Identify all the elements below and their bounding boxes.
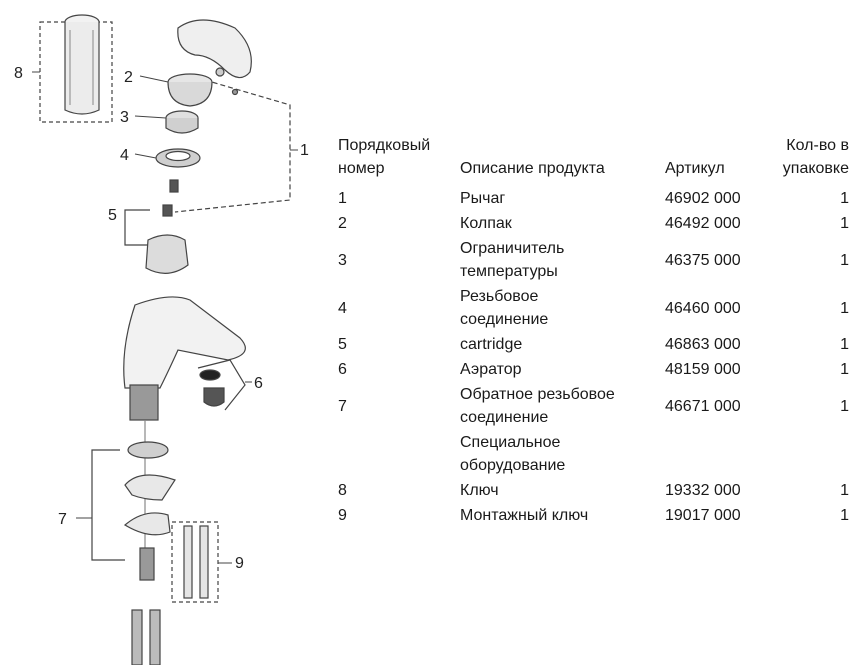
callout-label-1: 1 <box>300 142 309 159</box>
parts-table-header: Порядковый номер Описание продукта Артик… <box>338 133 849 186</box>
description-line: Монтажный ключ <box>460 507 589 524</box>
description-line: Обратное резьбовое <box>460 386 615 403</box>
description-line: оборудование <box>460 457 566 474</box>
description-line: Ключ <box>460 482 499 499</box>
cell-description: cartridge <box>460 332 665 357</box>
cell-article: 46671 000 <box>665 397 741 415</box>
parts-table-body: 1 Рычаг 46902 000 1 2 Колпак 46492 000 1 3 Ограни… <box>338 186 849 528</box>
cartridge-drawing <box>145 234 189 274</box>
table-row: 1 Рычаг 46902 000 1 <box>338 186 849 211</box>
cell-number: 3 <box>338 251 347 269</box>
cell-number: 5 <box>338 336 347 353</box>
table-row: 7 Обратное резьбовое соединение 46671 000 1 <box>338 382 849 430</box>
cell-quantity: 1 <box>840 190 849 207</box>
table-row: 9 Монтажный ключ 19017 000 1 <box>338 503 849 528</box>
description-line: Аэратор <box>460 361 522 378</box>
description-line: температуры <box>460 263 558 280</box>
header-number: Порядковый номер <box>338 137 431 177</box>
cell-article: 48159 000 <box>665 361 741 378</box>
callout-1-bracket <box>174 79 291 213</box>
callout-5-bracket <box>124 209 150 246</box>
description-line: соединение <box>460 311 549 328</box>
callout-label-3: 3 <box>120 109 129 126</box>
cell-quantity: 1 <box>840 251 849 269</box>
description-line: Специальное <box>460 434 561 451</box>
cell-quantity: 1 <box>840 482 849 499</box>
table-row: 8 Ключ 19332 000 1 <box>338 478 849 503</box>
hoses-drawing <box>131 609 161 665</box>
description-line: Резьбовое <box>460 288 539 305</box>
table-row: Специальное оборудование <box>338 430 849 478</box>
cell-description: Специальное оборудование <box>460 430 665 478</box>
callout-label-5: 5 <box>108 207 117 224</box>
part-6-aerator-drawing <box>197 359 246 411</box>
part-8-key-drawing <box>64 14 100 115</box>
table-row: 5 cartridge 46863 000 1 <box>338 332 849 357</box>
table-row: 4 Резьбовое соединение 46460 000 1 <box>338 284 849 332</box>
callout-label-4: 4 <box>120 147 129 164</box>
cell-article: 46863 000 <box>665 336 741 353</box>
callout-label-9: 9 <box>235 555 244 572</box>
description-line: cartridge <box>460 336 523 353</box>
table-row: 2 Колпак 46492 000 1 <box>338 211 849 236</box>
cell-number: 4 <box>338 299 347 317</box>
exploded-parts-diagram: 8 2 3 4 1 5 6 7 9 <box>14 14 309 665</box>
cell-description: Ограничитель температуры <box>460 236 665 284</box>
cell-description: Резьбовое соединение <box>460 284 665 332</box>
header-description: Описание продукта <box>460 160 605 177</box>
cell-description: Аэратор <box>460 357 665 382</box>
faucet-body-drawing <box>123 296 246 421</box>
cell-description: Монтажный ключ <box>460 503 665 528</box>
cell-description: Ключ <box>460 478 665 503</box>
header-article: Артикул <box>665 160 725 177</box>
description-line: соединение <box>460 409 549 426</box>
callout-label-6: 6 <box>254 375 263 392</box>
description-line: Колпак <box>460 215 512 232</box>
cell-number: 7 <box>338 397 347 415</box>
table-row: 3 Ограничитель температуры 46375 000 1 <box>338 236 849 284</box>
cell-number: 8 <box>338 482 347 499</box>
cell-number: 1 <box>338 190 347 207</box>
cell-article: 46460 000 <box>665 299 741 317</box>
part-7-fastener-drawing <box>123 441 176 581</box>
part-4-ring-drawing <box>155 148 201 168</box>
cell-description: Колпак <box>460 211 665 236</box>
cell-quantity: 1 <box>840 299 849 317</box>
part-9-frame <box>171 521 219 603</box>
cell-article <box>665 430 765 478</box>
cell-article: 46902 000 <box>665 190 741 207</box>
cell-number <box>338 430 460 478</box>
callout-label-2: 2 <box>124 69 133 86</box>
part-2-cap-drawing <box>167 73 213 107</box>
header-quantity: Кол-во в упаковке <box>782 137 849 177</box>
cell-number: 6 <box>338 361 347 378</box>
table-row: 6 Аэратор 48159 000 1 <box>338 357 849 382</box>
part-5-pins-drawing <box>162 179 179 217</box>
cell-number: 9 <box>338 507 347 524</box>
description-line: Ограничитель <box>460 240 565 257</box>
part-1-lever-drawing <box>177 19 252 96</box>
parts-table: Порядковый номер Описание продукта Артик… <box>338 133 849 528</box>
cell-article: 46492 000 <box>665 215 741 232</box>
cell-quantity: 1 <box>840 361 849 378</box>
cell-quantity <box>765 430 849 478</box>
cell-quantity: 1 <box>840 397 849 415</box>
callout-label-8: 8 <box>14 65 23 82</box>
part-3-limiter-drawing <box>165 110 199 134</box>
cell-number: 2 <box>338 215 347 232</box>
cell-description: Обратное резьбовое соединение <box>460 382 665 430</box>
part-9-wrench-drawing <box>183 525 209 599</box>
cell-quantity: 1 <box>840 336 849 353</box>
cell-quantity: 1 <box>840 215 849 232</box>
cell-quantity: 1 <box>840 507 849 524</box>
cell-article: 19017 000 <box>665 507 741 524</box>
cell-description: Рычаг <box>460 186 665 211</box>
callout-7-bracket <box>91 449 125 561</box>
cell-article: 19332 000 <box>665 482 741 499</box>
cell-article: 46375 000 <box>665 251 741 269</box>
callout-label-7: 7 <box>58 511 67 528</box>
description-line: Рычаг <box>460 190 506 207</box>
